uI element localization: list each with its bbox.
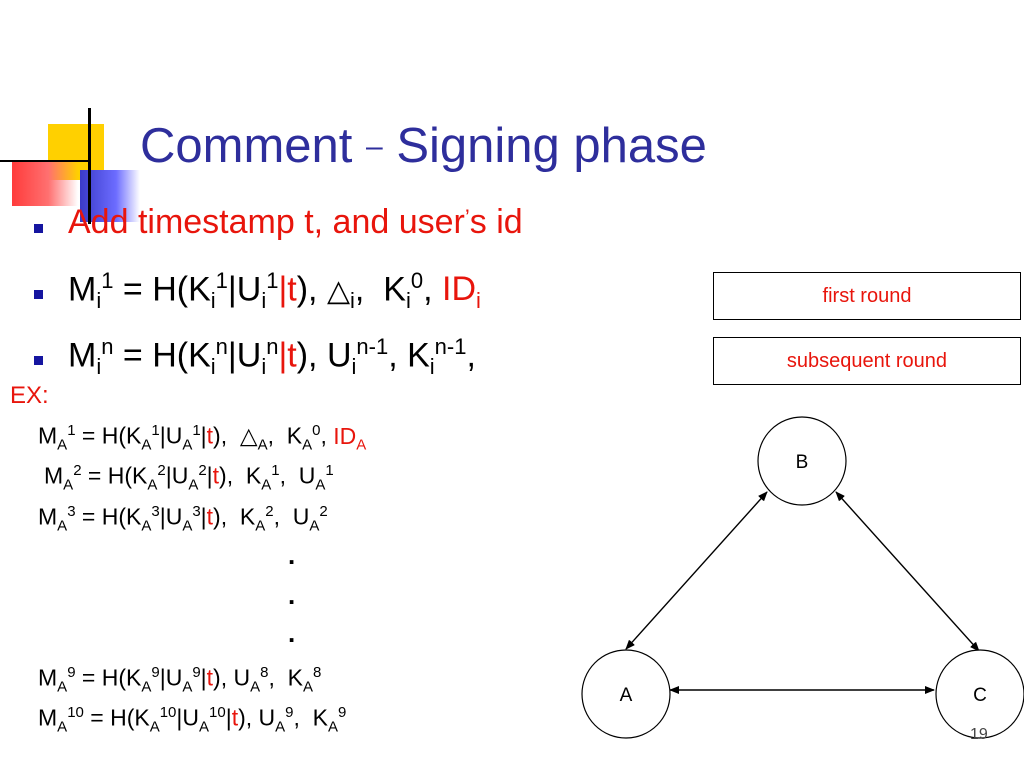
page-number: 19 [970, 726, 988, 743]
node-c [935, 649, 1024, 739]
triangle-icon: △ [239, 423, 258, 450]
slide-title: Comment – Signing phase [140, 119, 707, 173]
logo-vertical-line [88, 108, 91, 224]
example-equation-9: MA9 = H(KA9|UA9|t), UA8, KA8 [38, 664, 322, 696]
node-c-label: C [973, 685, 987, 706]
bullet-marker [34, 224, 43, 233]
example-equation-10: MA10 = H(KA10|UA10|t), UA9, KA9 [38, 704, 347, 736]
example-equation-3: MA3 = H(KA3|UA3|t), KA2, UA2 [38, 503, 328, 535]
subsequent-round-box: subsequent round [713, 337, 1021, 385]
ellipsis-dot: . [288, 618, 296, 648]
logo-red-square [12, 160, 78, 206]
bullet-first-round-formula: Mi1 = H(Ki1|Ui1|t), △i, Ki0, IDi [68, 268, 481, 314]
bullet-subsequent-round-formula: Min = H(Kin|Uin|t), Uin-1, Kin-1, [68, 334, 476, 380]
edge-b-c [835, 491, 980, 652]
bullet-marker [34, 356, 43, 365]
example-equation-1: MA1 = H(KA1|UA1|t), △A, KA0, IDA [38, 422, 367, 454]
edge-b-a [625, 491, 768, 650]
node-a-label: A [620, 685, 633, 706]
bullet-marker [34, 290, 43, 299]
first-round-box: first round [713, 272, 1021, 320]
bullet-timestamp: Add timestamp t, and user’s id [68, 203, 523, 241]
ellipsis-dot: . [288, 580, 296, 610]
node-b [757, 416, 847, 506]
node-b-label: B [796, 452, 809, 473]
logo-horizontal-line [0, 160, 90, 162]
example-label: EX: [10, 382, 49, 409]
ellipsis-dot: . [288, 540, 296, 570]
triangle-icon: △ [326, 273, 351, 309]
node-a [581, 649, 671, 739]
example-equation-2: MA2 = H(KA2|UA2|t), KA1, UA1 [44, 462, 334, 494]
